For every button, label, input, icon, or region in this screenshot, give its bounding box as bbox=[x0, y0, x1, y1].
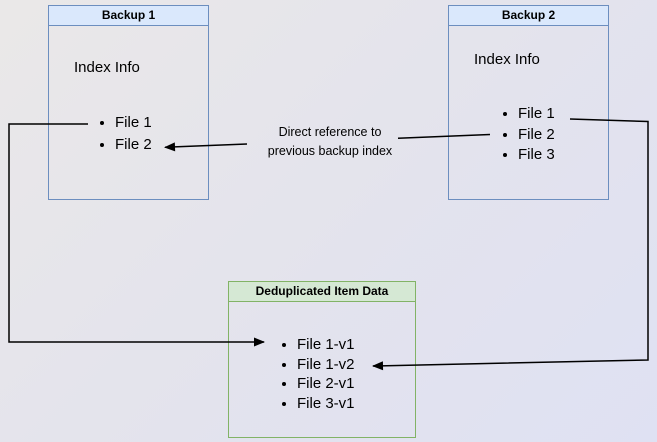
list-item: File 1-v2 bbox=[297, 355, 355, 375]
list-item: File 2 bbox=[518, 125, 555, 146]
list-item: File 1-v1 bbox=[297, 335, 355, 355]
backup1-file-list: File 1 File 2 bbox=[99, 112, 152, 156]
list-item: File 3-v1 bbox=[297, 394, 355, 414]
backup2-box: Backup 2 Index Info File 1 File 2 File 3 bbox=[448, 5, 609, 200]
direct-reference-label-line2: previous backup index bbox=[267, 144, 393, 158]
direct-reference-label-line1: Direct reference to bbox=[278, 125, 382, 139]
backup2-body: Index Info File 1 File 2 File 3 bbox=[449, 6, 608, 199]
dedup-title: Deduplicated Item Data bbox=[229, 282, 415, 302]
dedup-file-list: File 1-v1 File 1-v2 File 2-v1 File 3-v1 bbox=[281, 335, 355, 414]
backup2-index-info-label: Index Info bbox=[474, 51, 540, 68]
direct-reference-label: Direct reference to previous backup inde… bbox=[232, 123, 428, 161]
dedup-body: File 1-v1 File 1-v2 File 2-v1 File 3-v1 bbox=[229, 282, 415, 437]
list-item: File 2-v1 bbox=[297, 374, 355, 394]
backup2-title: Backup 2 bbox=[449, 6, 608, 26]
list-item: File 3 bbox=[518, 145, 555, 166]
list-item: File 1 bbox=[115, 112, 152, 134]
backup1-index-info-label: Index Info bbox=[74, 59, 140, 76]
dedup-box: Deduplicated Item Data File 1-v1 File 1-… bbox=[228, 281, 416, 438]
backup1-box: Backup 1 Index Info File 1 File 2 bbox=[48, 5, 209, 200]
backup2-file-list: File 1 File 2 File 3 bbox=[502, 104, 555, 166]
list-item: File 1 bbox=[518, 104, 555, 125]
backup1-title: Backup 1 bbox=[49, 6, 208, 26]
list-item: File 2 bbox=[115, 134, 152, 156]
backup1-body: Index Info File 1 File 2 bbox=[49, 6, 208, 199]
